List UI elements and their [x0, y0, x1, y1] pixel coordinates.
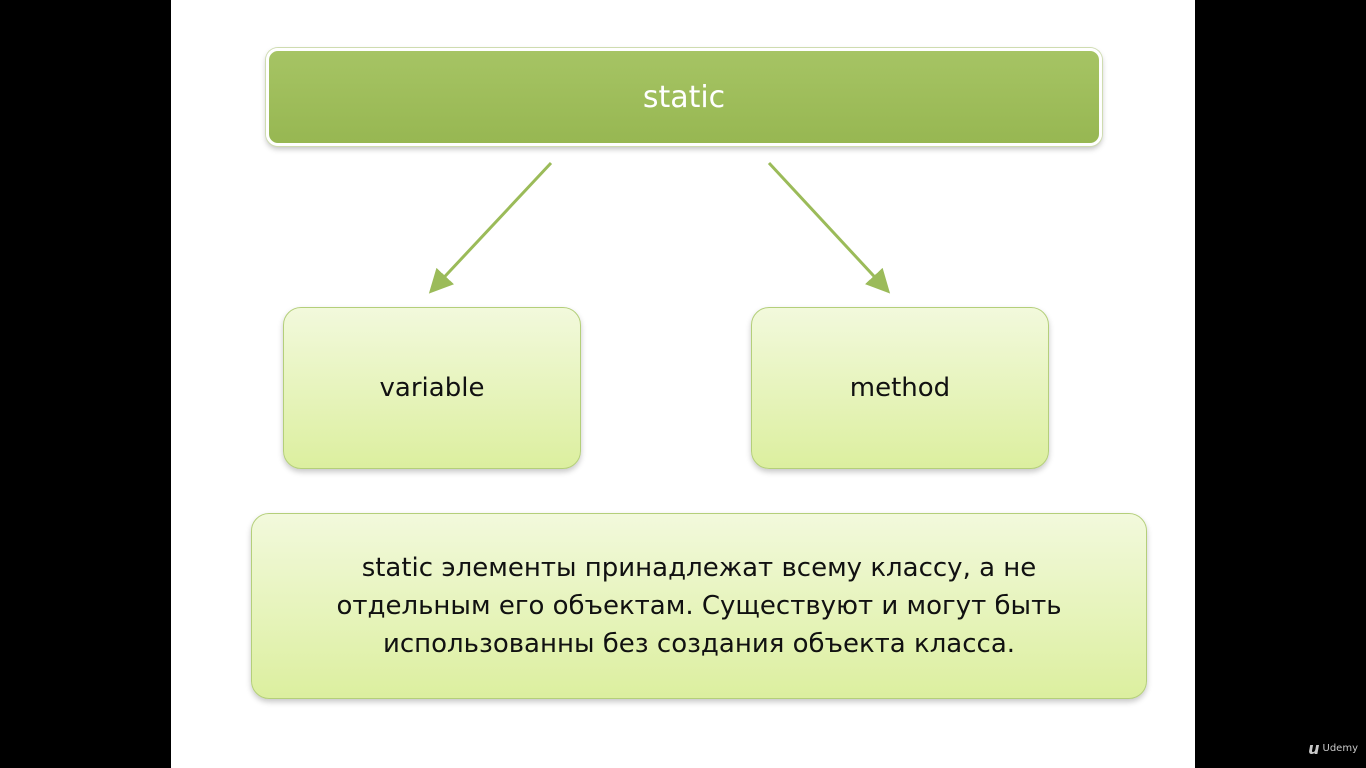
- description-line: использованны без создания объекта класс…: [382, 629, 1016, 659]
- slide: static variable method static элементы п…: [171, 0, 1195, 768]
- arrow-to-method: [767, 161, 891, 294]
- udemy-logo-icon: u: [1308, 739, 1320, 758]
- watermark-text: Udemy: [1322, 743, 1358, 754]
- description-line: отдельным его объектам. Существуют и мог…: [336, 591, 1062, 621]
- method-label: method: [849, 373, 951, 403]
- title-box: static: [266, 48, 1102, 146]
- variable-label: variable: [379, 373, 485, 403]
- description-line: static элементы принадлежат всему классу…: [361, 553, 1037, 583]
- arrow-to-variable: [428, 161, 553, 294]
- description-text: static элементы принадлежат всему классу…: [336, 549, 1061, 663]
- arrows-layer: [428, 161, 891, 294]
- description-box: static элементы принадлежат всему классу…: [251, 513, 1147, 699]
- udemy-watermark: u Udemy: [1308, 739, 1358, 758]
- title-text: static: [642, 79, 726, 115]
- method-box: method: [751, 307, 1049, 469]
- variable-box: variable: [283, 307, 581, 469]
